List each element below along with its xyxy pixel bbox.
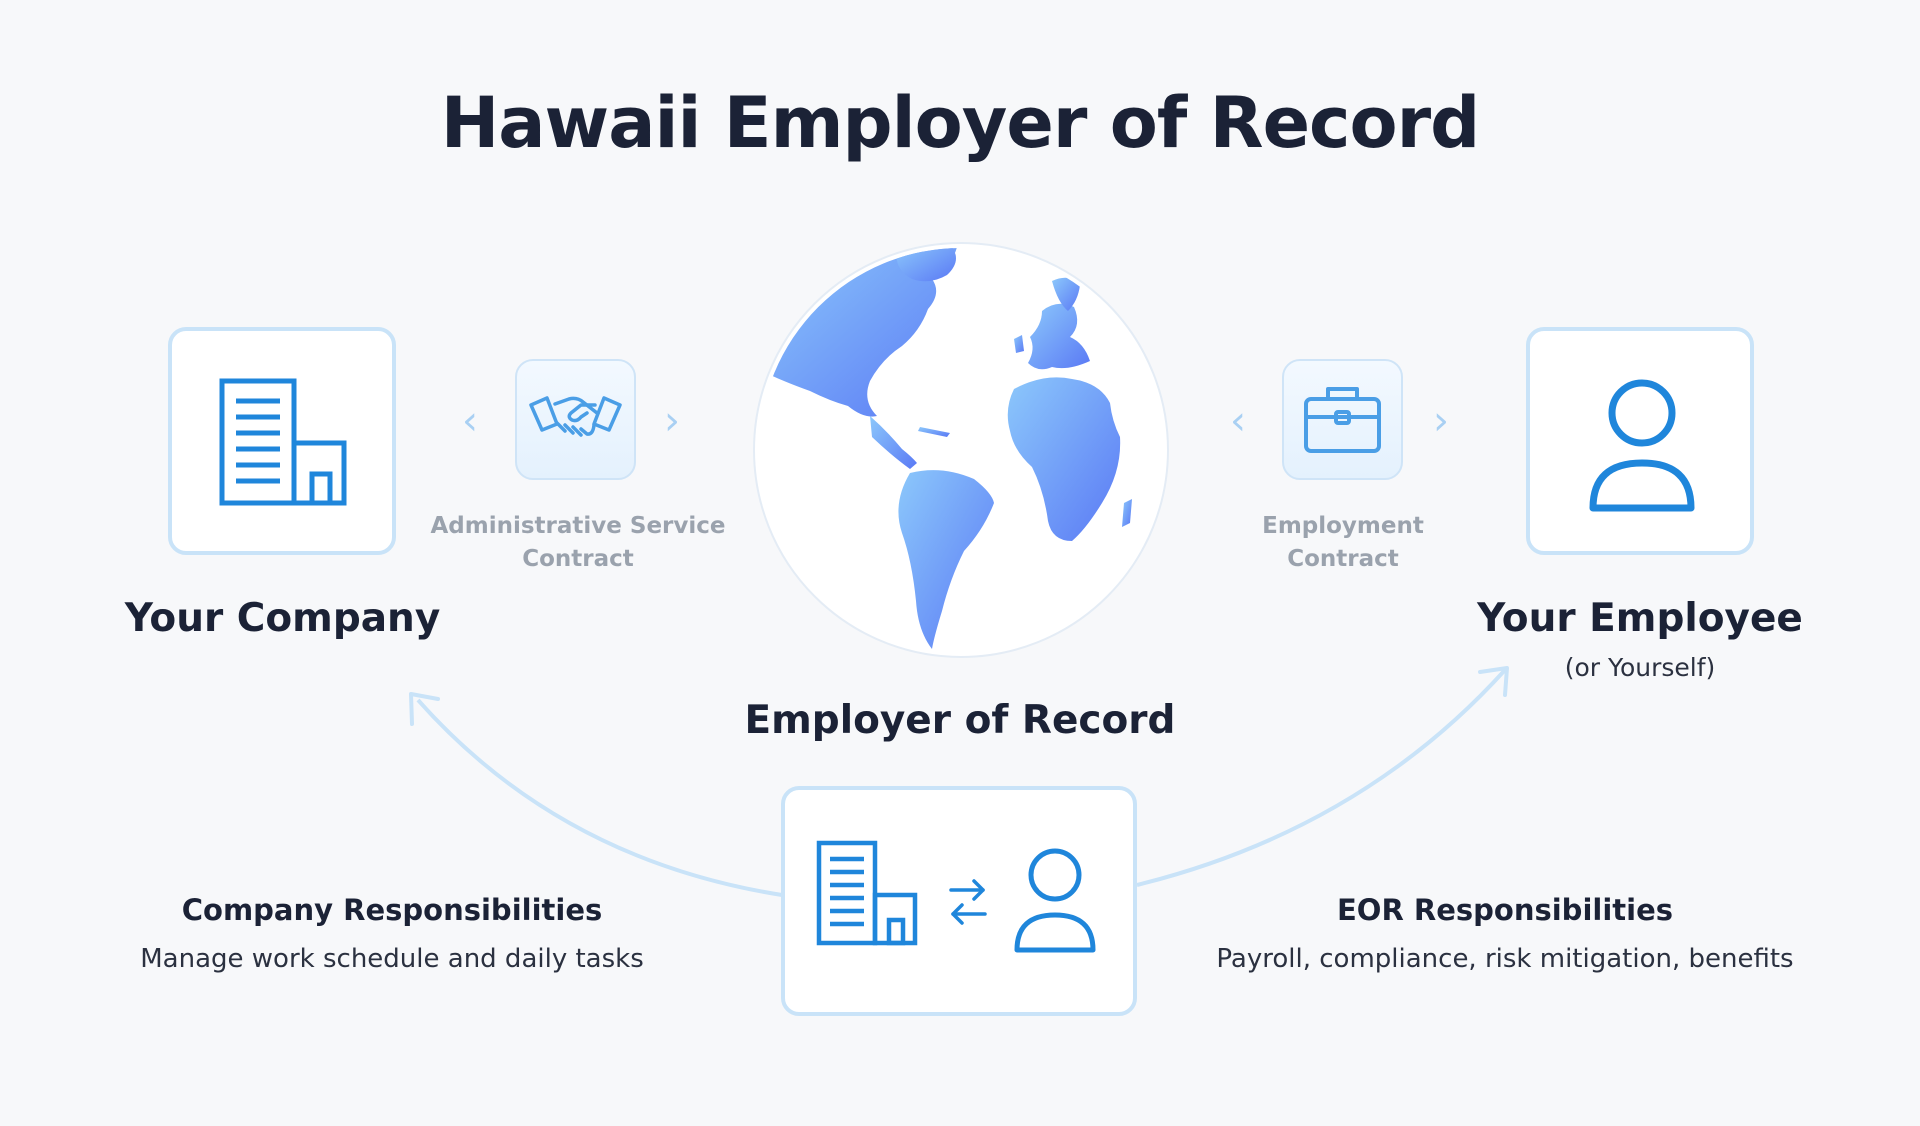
eor-relationship-card [781, 786, 1137, 1016]
company-name: Your Company [124, 596, 441, 641]
office-building-icon [219, 378, 347, 506]
briefcase-icon [1304, 387, 1381, 453]
employee-card [1526, 327, 1754, 555]
person-icon [1014, 848, 1096, 953]
page-title: Hawaii Employer of Record [440, 82, 1481, 164]
chevron-right-icon: › [664, 398, 680, 444]
contract-badge-left [515, 359, 636, 480]
center-label: Employer of Record [744, 698, 1176, 743]
contract-badge-right [1282, 359, 1403, 480]
handshake-icon [529, 396, 622, 437]
company-responsibilities-text: Manage work schedule and daily tasks [140, 944, 644, 974]
chevron-left-icon: ‹ [462, 398, 478, 444]
employee-name: Your Employee [1477, 596, 1803, 641]
swap-arrows-icon [949, 879, 987, 925]
contract-label-right: Employment Contract [1262, 513, 1424, 572]
chevron-left-icon: ‹ [1230, 398, 1246, 444]
eor-responsibilities-text: Payroll, compliance, risk mitigation, be… [1216, 944, 1794, 974]
company-card [168, 327, 396, 555]
person-icon [1589, 379, 1695, 512]
employee-note: (or Yourself) [1564, 653, 1716, 682]
eor-responsibilities-title: EOR Responsibilities [1337, 893, 1673, 927]
chevron-right-icon: › [1433, 398, 1449, 444]
globe-icon [752, 241, 1170, 659]
office-building-icon [816, 840, 918, 946]
contract-label-left: Administrative Service Contract [430, 513, 726, 572]
company-responsibilities-title: Company Responsibilities [181, 893, 603, 927]
